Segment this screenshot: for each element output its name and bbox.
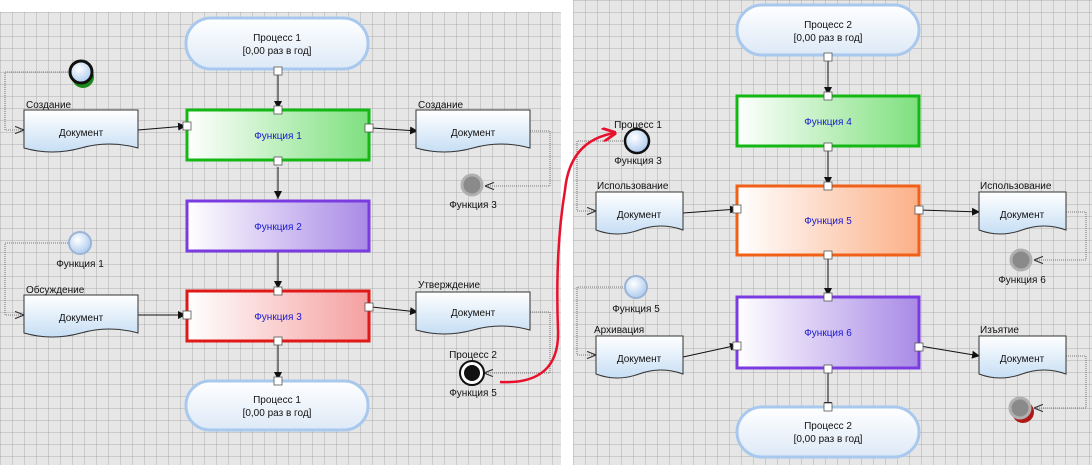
document-label: Документ xyxy=(1000,210,1045,221)
document-label: Документ xyxy=(451,308,496,319)
document-caption: Использование xyxy=(597,181,669,192)
event-process-2-link[interactable]: Процесс 2 Функция 5 xyxy=(449,350,497,399)
document-in-function-5[interactable]: Использование Документ xyxy=(595,181,684,235)
process-title: Процесс 1 xyxy=(253,33,301,44)
document-label: Документ xyxy=(1000,354,1045,365)
function-label: Функция 1 xyxy=(254,131,302,142)
document-caption: Использование xyxy=(980,181,1052,192)
event-end-bottom-right[interactable] xyxy=(1008,396,1034,423)
flow-arrow xyxy=(137,122,187,131)
function-block-3[interactable]: Функция 3 xyxy=(182,286,374,346)
event-link xyxy=(1034,355,1087,408)
event-label: Функция 6 xyxy=(998,275,1046,286)
document-in-function-6[interactable]: Архивация Документ xyxy=(594,325,684,379)
function-block-5[interactable]: Функция 5 xyxy=(732,181,924,260)
document-out-function-5[interactable]: Использование Документ xyxy=(978,181,1067,235)
event-link xyxy=(1034,211,1087,260)
event-label-top: Процесс 1 xyxy=(614,120,662,131)
event-function-6[interactable]: Функция 6 xyxy=(998,248,1046,286)
cross-process-link xyxy=(499,133,615,384)
document-in-function-3[interactable]: Обсуждение Документ xyxy=(23,284,139,338)
event-start-top-left[interactable] xyxy=(68,59,94,88)
process-title: Процесс 2 xyxy=(804,421,852,432)
document-caption: Архивация xyxy=(594,325,644,336)
event-function-5[interactable]: Функция 5 xyxy=(612,275,660,315)
document-in-function-1[interactable]: Создание Документ xyxy=(23,100,139,153)
flow-arrow xyxy=(919,345,981,359)
event-label: Функция 3 xyxy=(449,200,497,211)
event-label: Функция 1 xyxy=(56,259,104,270)
document-label: Документ xyxy=(617,210,662,221)
process-rate: [0,00 раз в год] xyxy=(794,33,863,44)
process-title: Процесс 1 xyxy=(253,395,301,406)
event-function-1[interactable]: Функция 1 xyxy=(56,231,104,270)
process-terminator-right-bottom[interactable]: Процесс 2 [0,00 раз в год] xyxy=(735,402,921,459)
event-function-3[interactable]: Функция 3 xyxy=(449,173,497,211)
document-label: Документ xyxy=(59,313,104,324)
flow-arrow xyxy=(682,342,739,358)
process-terminator-left-top[interactable]: Процесс 1 [0,00 раз в год] xyxy=(184,16,370,76)
document-out-function-3[interactable]: Утверждение Документ xyxy=(415,280,531,335)
document-label: Документ xyxy=(617,354,662,365)
event-label-bottom: Функция 3 xyxy=(614,156,662,167)
function-label: Функция 5 xyxy=(804,216,852,227)
event-label: Функция 5 xyxy=(612,304,660,315)
document-label: Документ xyxy=(59,128,104,139)
event-link xyxy=(576,286,625,355)
process-rate: [0,00 раз в год] xyxy=(243,46,312,57)
function-label: Функция 6 xyxy=(804,328,852,339)
document-caption: Обсуждение xyxy=(26,284,85,296)
function-block-4[interactable]: Функция 4 xyxy=(735,91,921,152)
function-block-1[interactable]: Функция 1 xyxy=(182,105,374,166)
event-label-bottom: Функция 5 xyxy=(449,388,497,399)
event-link xyxy=(576,140,623,211)
event-link xyxy=(4,71,72,130)
process-terminator-left-bottom[interactable]: Процесс 1 [0,00 раз в год] xyxy=(184,376,370,432)
document-caption: Создание xyxy=(26,100,72,111)
event-label-top: Процесс 2 xyxy=(449,350,497,361)
event-link xyxy=(485,130,551,186)
document-out-function-6[interactable]: Изъятие Документ xyxy=(978,325,1067,379)
process-rate: [0,00 раз в год] xyxy=(243,408,312,419)
process-title: Процесс 2 xyxy=(804,20,852,31)
function-block-6[interactable]: Функция 6 xyxy=(732,292,924,374)
process-rate: [0,00 раз в год] xyxy=(794,434,863,445)
event-link xyxy=(484,311,551,373)
function-label: Функция 4 xyxy=(804,117,852,128)
event-link xyxy=(4,242,70,315)
process-terminator-right-top[interactable]: Процесс 2 [0,00 раз в год] xyxy=(735,3,921,62)
flow-arrow xyxy=(371,126,419,135)
document-caption: Создание xyxy=(418,100,464,111)
function-block-2[interactable]: Функция 2 xyxy=(185,199,371,253)
document-caption: Утверждение xyxy=(418,280,480,291)
document-label: Документ xyxy=(451,128,496,139)
document-caption: Изъятие xyxy=(980,325,1019,336)
flow-arrow xyxy=(371,306,419,316)
function-label: Функция 2 xyxy=(254,222,302,233)
function-label: Функция 3 xyxy=(254,312,302,323)
flow-arrow xyxy=(919,207,981,216)
flow-arrow xyxy=(682,205,739,214)
document-out-function-1[interactable]: Создание Документ xyxy=(415,100,531,153)
connectors xyxy=(4,58,1087,410)
event-process-1-link[interactable]: Процесс 1 Функция 3 xyxy=(614,120,662,167)
